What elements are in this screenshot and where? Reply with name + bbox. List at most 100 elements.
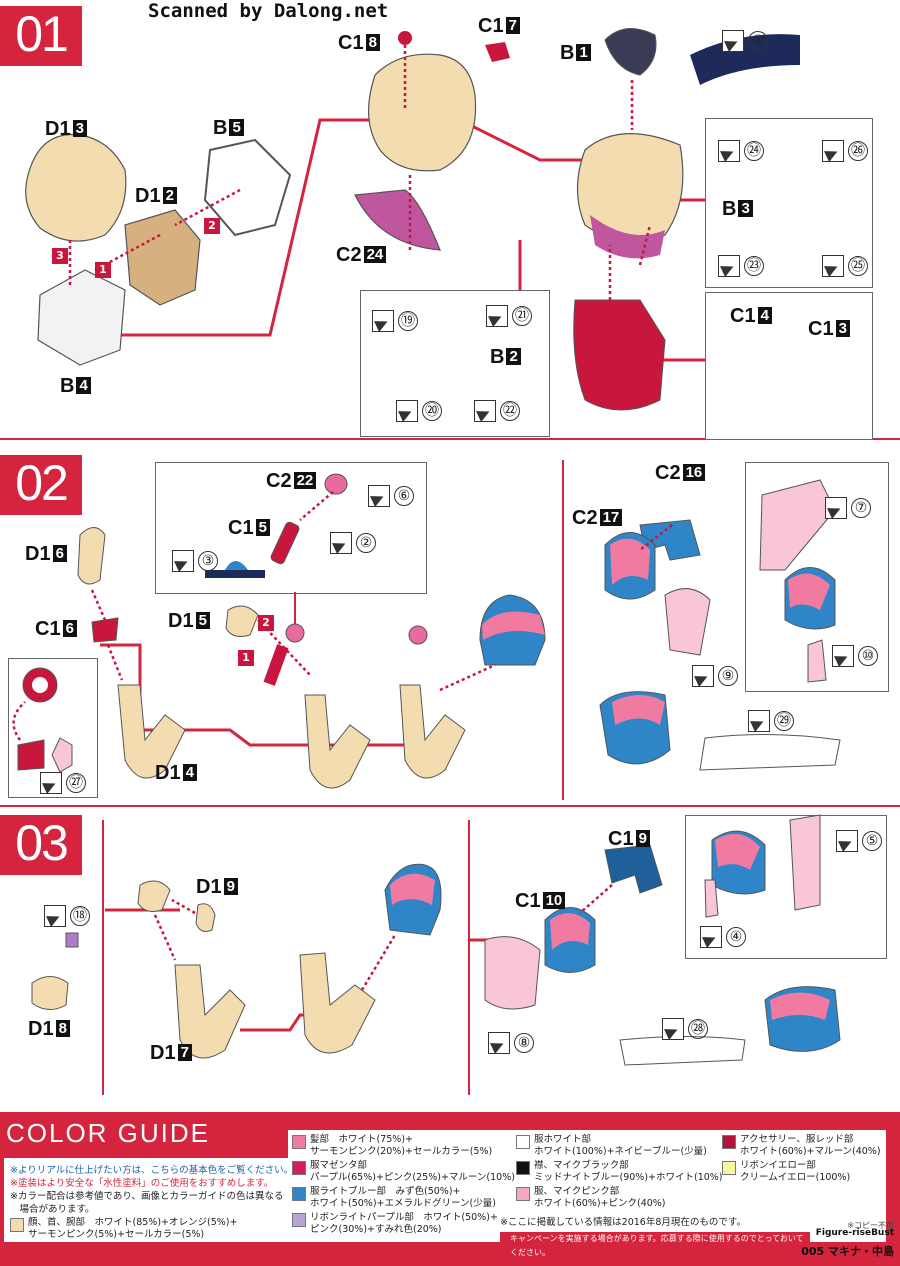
arm-part [117,684,186,779]
color-swatch-label: クリームイエロー(100%) [740,1172,851,1183]
color-swatch-label: 髪部 ホワイト(75%)+ [310,1134,413,1145]
sticker-28: ㉘ [662,1018,708,1040]
step-badge-01: 01 [0,6,82,66]
step-divider [0,805,900,807]
sticker-icon [44,905,66,927]
color-swatch-label: 服、マイクピンク部 [534,1186,620,1197]
color-swatch [292,1135,306,1149]
color-swatch-label: リボンイエロー部 [740,1160,816,1171]
sticker-8: ⑧ [488,1032,534,1054]
mic-holder-part [225,561,248,570]
hair-sticker-part [664,588,711,656]
sticker-2: ② [330,532,376,554]
color-swatch [292,1161,306,1175]
color-guide-note: ※カラー配合は参考値であり、画像とカラーガイドの色は異なる [10,1191,284,1202]
fist-part [137,880,171,912]
sticker-5: ⑤ [836,830,882,852]
ribbon-part [65,932,79,948]
step2-parts [12,473,841,789]
color-guide-title: COLOR GUIDE [6,1118,211,1148]
sticker-icon [825,497,847,519]
red-cuff-part [91,617,119,643]
arm-mic-part [399,684,466,779]
sticker-icon [748,710,770,732]
mic-stand-part [205,570,265,578]
sticker-icon [372,310,394,332]
sticker-icon [832,645,854,667]
sticker-21: ㉑ [486,305,532,327]
sticker-icon [692,665,714,687]
hair-pink-part [550,913,590,950]
sticker-26: ㉖ [822,140,868,162]
collar-part [604,28,657,76]
detail-box-skirt [705,292,873,440]
collar-sticker-part [699,733,841,771]
color-swatch-label: リボンライトパープル部 ホワイト(50%)+ [310,1212,498,1223]
watermark: Scanned by Dalong.net [148,0,389,22]
collar-sticker-part [619,1036,746,1066]
assembled-torso-part [576,133,684,242]
hair-pink-part [715,833,760,870]
arm-cuff-part [304,694,371,789]
step-arrow-3: 3 [52,248,68,264]
color-swatch-label: アクセサリー、服レッド部 [740,1134,854,1145]
sticker-6: ⑥ [368,485,414,507]
swatch-skin-label: 顔、首、腕部 ホワイト(85%)+オレンジ(5%)+ [28,1217,238,1228]
step-arrow-1: 1 [95,262,111,278]
sticker-9: ⑨ [692,665,738,687]
sticker-icon [700,926,722,948]
mic-top-part [324,473,348,495]
color-swatch-label: ホワイト(60%)+ピンク(40%) [534,1198,666,1209]
sticker-20: ⑳ [396,400,442,422]
sticker-icon [822,140,844,162]
color-guide-panel [288,1130,886,1242]
sticker-icon [172,550,194,572]
color-swatch [292,1187,306,1201]
sticker-icon [662,1018,684,1040]
swatch-skin [10,1218,24,1232]
sticker-10: ⑩ [832,645,878,667]
sticker-23: ㉓ [718,255,764,277]
sticker-3: ③ [172,550,218,572]
color-swatch-label: 服マゼンタ部 [310,1160,368,1171]
sticker-25: ㉕ [822,255,868,277]
color-swatch-label: 服ホワイト部 [534,1134,592,1145]
swatch-skin-label: サーモンピンク(5%)+セールカラー(5%) [28,1229,205,1240]
hair-sticker-part [484,936,541,1010]
red-skirt-part [573,299,666,411]
sticker-icon [396,400,418,422]
hand-part [77,527,106,585]
mic-head-part [285,623,305,643]
sticker-icon [330,532,352,554]
color-swatch-label: サーモンピンク(20%)+セールカラー(5%) [310,1146,493,1157]
sticker-icon [474,400,496,422]
mic-handle-part [263,644,289,686]
hair-sticker-part [759,479,836,571]
color-swatch-label: パープル(65%)+ピンク(25%)+マルーン(10%) [310,1172,515,1183]
red-bow-part [485,42,510,62]
sticker-icon [836,830,858,852]
sticker-icon [718,255,740,277]
color-swatch-label: 襟、マイクブラック部 [534,1160,629,1171]
color-swatch [292,1213,306,1227]
color-swatch [516,1135,530,1149]
color-swatch [516,1187,530,1201]
step-badge-03: 03 [0,815,82,875]
sticker-icon [40,772,62,794]
brand-label: Figure-riseBust [815,1228,894,1238]
fist-part [225,605,259,637]
